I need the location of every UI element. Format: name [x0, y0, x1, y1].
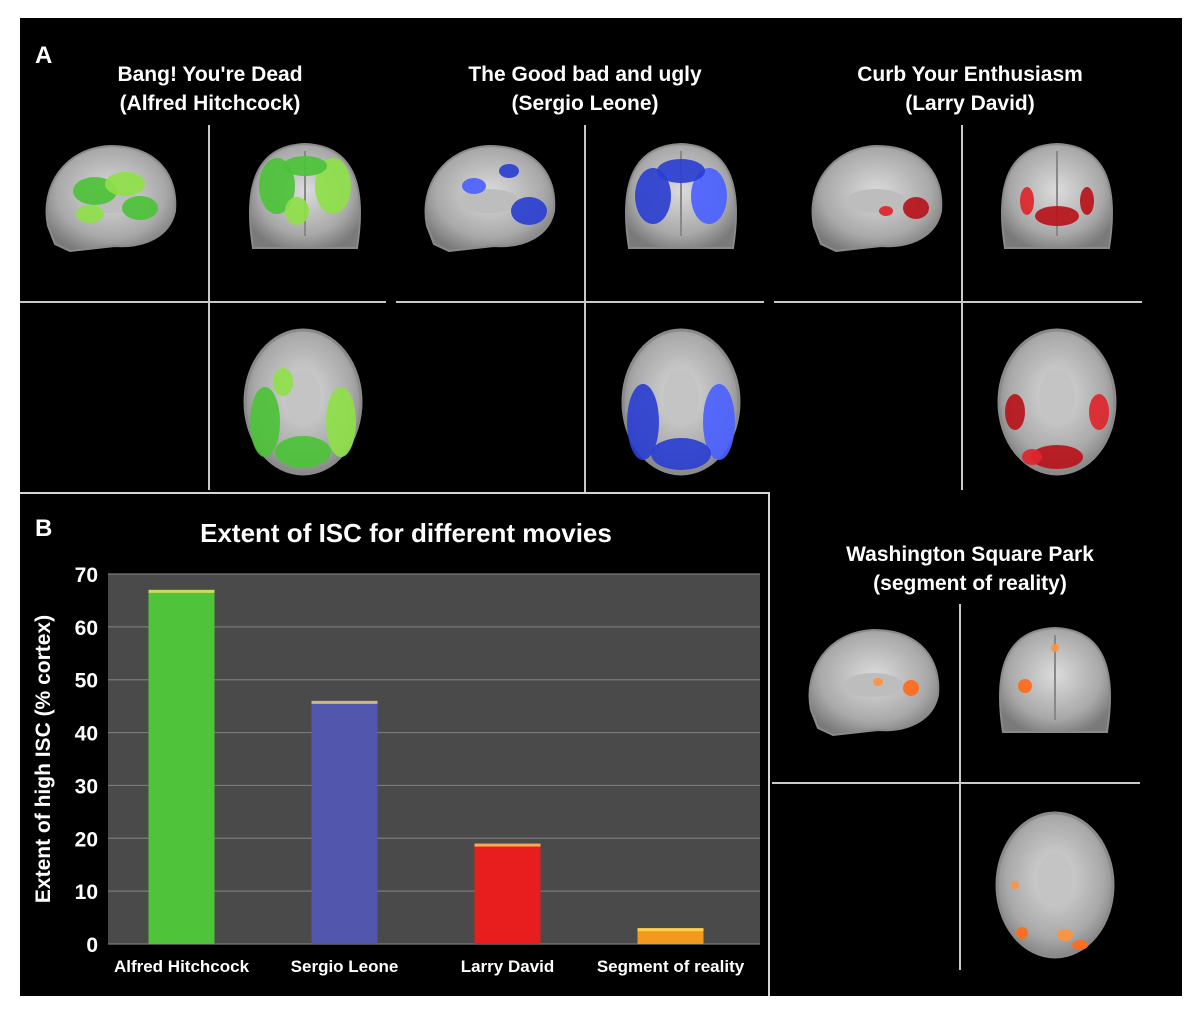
bar-highlight — [474, 843, 541, 847]
bar — [474, 843, 541, 944]
movie-title-larry-david: Curb Your Enthusiasm (Larry David) — [810, 60, 1130, 118]
y-tick-label: 50 — [75, 670, 98, 693]
divider-line — [20, 301, 386, 303]
isc-bar-chart: B Extent of ISC for different movies 0 10 20… — [32, 515, 760, 976]
x-tick-label: Segment of reality — [597, 957, 745, 976]
movie-title-leone: The Good bad and ugly (Sergio Leone) — [420, 60, 750, 118]
movie-title-line2: (segment of reality) — [873, 572, 1067, 595]
plot-area — [108, 574, 760, 944]
x-tick-label: Alfred Hitchcock — [114, 957, 250, 976]
movie-title-line1: Washington Square Park — [846, 543, 1094, 566]
movie-title-hitchcock: Bang! You're Dead (Alfred Hitchcock) — [60, 60, 360, 118]
panel-b: B Extent of ISC for different movies 0 10 20… — [20, 492, 770, 996]
y-tick-label: 0 — [86, 934, 98, 957]
y-tick-label: 10 — [75, 881, 98, 904]
movie-title-washington-square: Washington Square Park (segment of reali… — [800, 540, 1140, 598]
movie-title-line1: Curb Your Enthusiasm — [857, 63, 1083, 86]
y-tick-label: 40 — [75, 723, 98, 746]
divider-line — [774, 301, 1142, 303]
x-tick-label: Sergio Leone — [291, 957, 399, 976]
divider-line — [959, 604, 961, 970]
chart-title: Extent of ISC for different movies — [200, 518, 612, 548]
divider-line — [584, 125, 586, 492]
y-axis-label: Extent of high ISC (% cortex) — [32, 615, 55, 903]
panel-b-label: B — [35, 515, 52, 542]
y-tick-label: 20 — [75, 828, 98, 851]
movie-title-line2: (Sergio Leone) — [511, 92, 659, 115]
divider-line — [961, 125, 963, 490]
bar — [148, 589, 215, 944]
movie-title-line2: (Larry David) — [905, 92, 1035, 115]
bar-highlight — [311, 700, 378, 704]
divider-line — [208, 125, 210, 490]
y-tick-label: 60 — [75, 617, 98, 640]
bar-highlight — [148, 589, 215, 593]
divider-line — [396, 301, 764, 303]
bar-highlight — [637, 928, 704, 932]
bar — [637, 928, 704, 944]
panel-a-label: A — [35, 42, 53, 69]
movie-title-line1: The Good bad and ugly — [468, 63, 702, 86]
movie-title-line1: Bang! You're Dead — [117, 63, 303, 86]
movie-title-line2: (Alfred Hitchcock) — [119, 92, 301, 115]
divider-line — [772, 782, 1140, 784]
y-tick-label: 30 — [75, 775, 98, 798]
bar — [311, 700, 378, 944]
x-tick-label: Larry David — [461, 957, 555, 976]
y-tick-label: 70 — [75, 564, 98, 587]
